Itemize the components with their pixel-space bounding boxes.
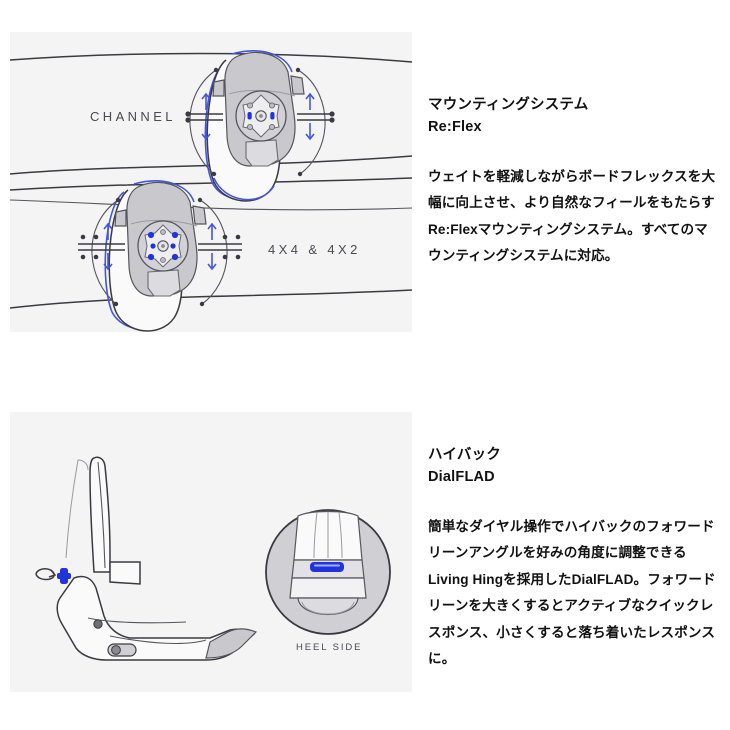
highback-body: 簡単なダイヤル操作でハイバックのフォワードリーンアングルを好みの角度に調整できる… <box>428 518 716 667</box>
adjustment-indicator-left-channel <box>185 67 223 177</box>
highback-subhead: DialFLAD <box>428 469 495 486</box>
highback-illustration: HEEL SIDE <box>10 412 412 692</box>
binding-side-profile <box>35 456 258 661</box>
mounting-system-illustration: CHANNEL 4X4 & 4X2 <box>10 32 412 332</box>
binding-channel <box>185 50 335 202</box>
heel-adjust-slider <box>107 643 137 657</box>
mounting-system-diagram: CHANNEL 4X4 & 4X2 <box>10 50 412 332</box>
feature-block-mounting-system: CHANNEL 4X4 & 4X2 マウンティングシステム Re:Flex ウェ… <box>0 32 730 332</box>
dialflad-dial-detail <box>310 562 344 572</box>
board-channel-outline <box>10 52 412 175</box>
adjustment-indicator-right-channel <box>295 67 335 177</box>
highback-dialflad-diagram: HEEL SIDE <box>35 456 391 661</box>
mounting-disc-4x4 <box>137 220 189 272</box>
label-channel: CHANNEL <box>90 109 176 124</box>
mounting-system-subhead: Re:Flex <box>428 119 482 136</box>
highback-ghost-top <box>77 459 89 471</box>
highback-eyebrow: ハイバック <box>428 447 501 463</box>
mounting-system-eyebrow: マウンティングシステム <box>428 97 589 113</box>
mounting-disc-channel <box>235 90 287 142</box>
dialflad-dial <box>57 568 71 584</box>
highback-ghost-outline <box>65 459 79 559</box>
mounting-system-body: ウェイトを軽減しながらボードフレックスを大幅に向上させ、より自然なフィールをもた… <box>428 168 716 264</box>
mounting-system-text: マウンティングシステム Re:Flex ウェイトを軽減しながらボードフレックスを… <box>428 32 716 270</box>
label-4x4-4x2: 4X4 & 4X2 <box>268 242 361 257</box>
adjustment-indicator-right-4x4 <box>197 197 242 307</box>
feature-block-highback: HEEL SIDE ハイバック DialFLAD 簡単なダイヤル操作でハイバック… <box>0 412 730 692</box>
label-heel-side: HEEL SIDE <box>296 642 362 653</box>
highback-text: ハイバック DialFLAD 簡単なダイヤル操作でハイバックのフォワードリーンア… <box>428 412 716 673</box>
heel-side-detail-inset <box>265 509 391 635</box>
binding-4x4 <box>78 180 242 332</box>
adjustment-indicator-left-4x4 <box>78 197 125 307</box>
rotation-arrow-icon <box>35 568 57 581</box>
